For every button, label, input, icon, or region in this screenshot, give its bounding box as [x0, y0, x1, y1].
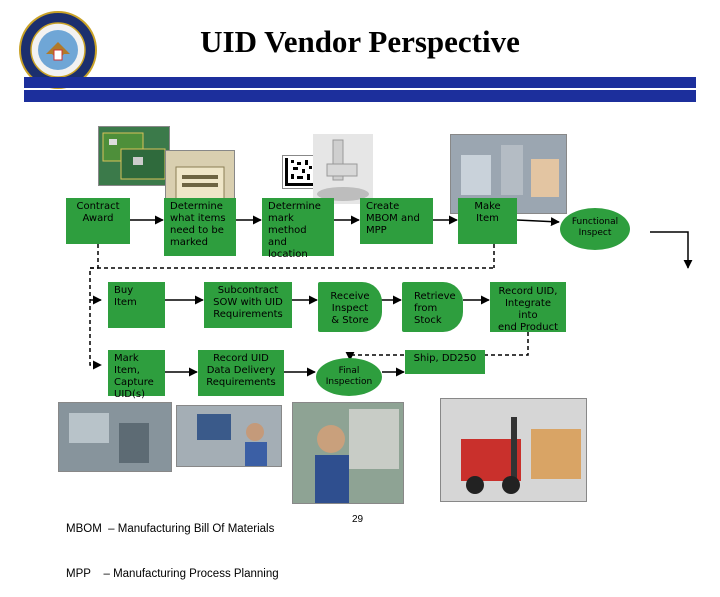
- circuit-boards-photo: [98, 126, 170, 186]
- step-retrieve-stock: Retrieve from Stock: [402, 282, 463, 332]
- data-matrix-icon: [282, 155, 316, 189]
- legend-mpp: MPP – Manufacturing Process Planning: [66, 568, 279, 580]
- step-final-inspection: Final Inspection: [316, 358, 382, 396]
- step-contract-award: Contract Award: [66, 198, 130, 244]
- step-determine-items: Determine what items need to be marked: [164, 198, 236, 256]
- header-band-top: [24, 77, 696, 88]
- acronym-legend: MBOM – Manufacturing Bill Of Materials M…: [66, 492, 279, 597]
- step-make-item: Make Item: [458, 198, 517, 244]
- workshop-photo: [58, 402, 172, 472]
- header-band-bottom: [24, 90, 696, 102]
- step-create-mbom: Create MBOM and MPP: [360, 198, 433, 244]
- step-buy-item: Buy Item: [108, 282, 165, 328]
- flow-connectors: [89, 215, 693, 377]
- inspection-worker-photo: [292, 402, 404, 504]
- step-determine-mark: Determine mark method and location: [262, 198, 334, 260]
- step-mark-item: Mark Item, Capture UID(s): [108, 350, 165, 400]
- step-record-uid-delivery: Record UID Data Delivery Requirements: [198, 350, 284, 396]
- page-number: 29: [352, 514, 364, 525]
- dod-seal-logo: [18, 10, 98, 90]
- step-record-uid-integrate: Record UID, Integrate into end Product: [490, 282, 566, 333]
- step-receive-inspect: Receive Inspect & Store: [318, 282, 382, 332]
- computer-workstation-photo: [176, 405, 282, 467]
- step-functional-inspect: Functional Inspect: [560, 208, 630, 250]
- step-ship-dd250: Ship, DD250: [405, 350, 485, 374]
- dot-peen-marker-photo: [313, 134, 373, 204]
- legend-mbom: MBOM – Manufacturing Bill Of Materials: [66, 523, 275, 535]
- page-title: UID Vendor Perspective: [200, 24, 520, 59]
- step-subcontract-sow: Subcontract SOW with UID Requirements: [204, 282, 292, 328]
- forklift-photo: [440, 398, 587, 502]
